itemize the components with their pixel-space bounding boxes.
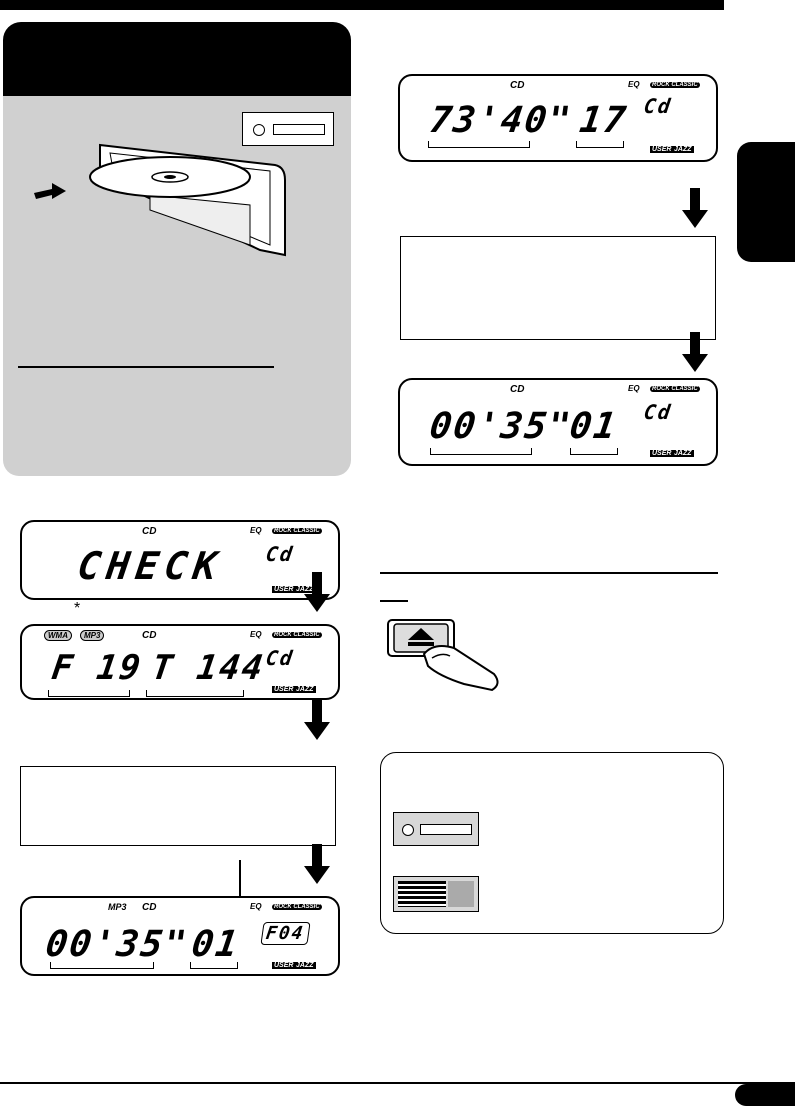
- time-bracket: [430, 448, 532, 455]
- eq-indicator: EQ: [628, 384, 640, 393]
- user-label: USER: [650, 146, 674, 153]
- down-arrow: [304, 572, 330, 612]
- eq-indicator: EQ: [250, 902, 262, 911]
- eq-indicator: EQ: [250, 526, 262, 535]
- panel-divider: [18, 366, 274, 368]
- jazz-label: JAZZ: [672, 146, 694, 153]
- check-readout: CHECK: [74, 544, 226, 588]
- folder-bracket: [48, 690, 130, 697]
- rock-classic-label: ROCK CLASSIC: [272, 632, 322, 638]
- info-box-1: [400, 236, 716, 340]
- eq-indicator: EQ: [628, 80, 640, 89]
- elapsed-time-readout: 73'40": [427, 100, 575, 141]
- lcd-display-playback-time: CD EQ ROCK CLASSIC 73'40" 17 Cd USER JAZ…: [398, 74, 718, 162]
- jazz-label: JAZZ: [672, 450, 694, 457]
- disc-insert-icon: [34, 143, 286, 257]
- track-number-readout: 01: [567, 406, 621, 447]
- down-arrow: [682, 332, 708, 372]
- elapsed-time-readout: 00'35": [427, 406, 575, 447]
- elapsed-time-readout: 00'35": [43, 924, 191, 965]
- faceplate-icon: [393, 876, 479, 912]
- eject-heading-rule: [380, 572, 718, 574]
- track-number-readout: 01: [189, 924, 243, 965]
- mp3-indicator: MP3: [80, 630, 105, 641]
- section-title-block: [3, 22, 351, 98]
- rock-classic-label: ROCK CLASSIC: [650, 386, 700, 392]
- folder-number-readout: F 19: [49, 648, 145, 688]
- rock-classic-label: ROCK CLASSIC: [272, 904, 322, 910]
- rock-classic-label: ROCK CLASSIC: [272, 528, 322, 534]
- source-readout: Cd: [264, 542, 296, 566]
- mp3-indicator: MP3: [108, 902, 127, 912]
- jazz-label: JAZZ: [294, 586, 316, 593]
- cd-indicator: CD: [142, 526, 157, 537]
- cd-indicator: CD: [510, 384, 525, 395]
- track-number-readout: 17: [577, 100, 631, 141]
- source-readout: Cd: [642, 400, 674, 424]
- user-label: USER: [272, 686, 296, 693]
- wma-indicator: WMA: [44, 630, 72, 641]
- language-tab: [737, 142, 795, 262]
- cd-indicator: CD: [142, 902, 157, 913]
- cd-slot-icon: [393, 812, 479, 846]
- source-readout: Cd: [642, 94, 674, 118]
- lcd-display-check: CD EQ ROCK CLASSIC CHECK Cd USER JAZZ: [20, 520, 340, 600]
- folder-callout-line: [239, 860, 241, 924]
- lcd-display-folder-track: WMA MP3 CD EQ ROCK CLASSIC F 19 T 144 Cd…: [20, 624, 340, 700]
- down-arrow: [682, 188, 708, 228]
- track-bracket: [146, 690, 244, 697]
- down-arrow: [304, 700, 330, 740]
- folder-sub-readout: F04: [260, 922, 311, 945]
- lcd-display-playback-start: CD EQ ROCK CLASSIC 00'35" 01 Cd USER JAZ…: [398, 378, 718, 466]
- track-number-readout: T 144: [149, 648, 268, 688]
- eq-indicator: EQ: [250, 630, 262, 639]
- track-bracket: [576, 141, 624, 148]
- rock-classic-label: ROCK CLASSIC: [650, 82, 700, 88]
- time-bracket: [428, 141, 530, 148]
- info-box-2: [20, 766, 336, 846]
- bottom-rule: [0, 1082, 795, 1084]
- down-arrow: [304, 844, 330, 884]
- user-label: USER: [272, 962, 296, 969]
- source-readout: Cd: [264, 646, 296, 670]
- user-label: USER: [650, 450, 674, 457]
- jazz-label: JAZZ: [294, 962, 316, 969]
- asterisk-note: *: [74, 600, 81, 617]
- page-number-tab: [735, 1084, 795, 1106]
- time-bracket: [50, 962, 154, 969]
- eject-button-icon[interactable]: [384, 614, 504, 694]
- cd-slot-icon: [242, 112, 334, 146]
- lcd-display-mp3-playback: MP3 CD EQ ROCK CLASSIC 00'35" 01 F04 USE…: [20, 896, 340, 976]
- jazz-label: JAZZ: [294, 686, 316, 693]
- user-label: USER: [272, 586, 296, 593]
- cd-indicator: CD: [510, 80, 525, 91]
- cd-indicator: CD: [142, 630, 157, 641]
- eject-heading-rule-short: [380, 600, 408, 602]
- track-bracket: [570, 448, 618, 455]
- track-bracket: [190, 962, 238, 969]
- top-bar: [0, 0, 724, 10]
